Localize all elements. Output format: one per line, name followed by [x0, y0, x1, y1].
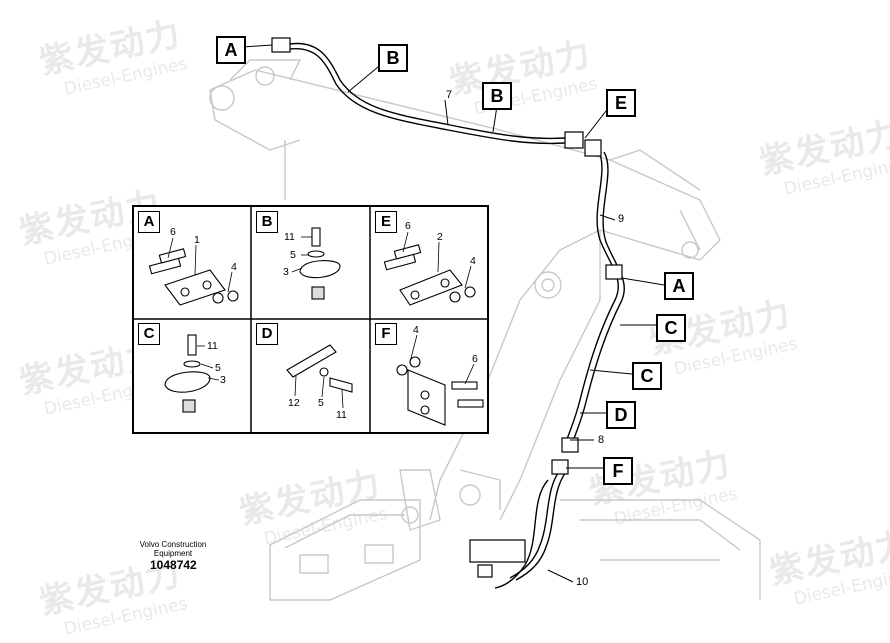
- detail-panel-b-label: B: [256, 211, 278, 233]
- callout-f: F: [603, 457, 633, 485]
- excavator-boom-drawing: [132, 37, 761, 601]
- panel-d-number: 12: [288, 397, 300, 409]
- detail-panel-c-label: C: [138, 323, 160, 345]
- panel-b-number: 5: [290, 249, 296, 261]
- detail-panel-e-label: E: [375, 211, 397, 233]
- panel-d-number: 5: [318, 397, 324, 409]
- detail-panel-d-label: D: [256, 323, 278, 345]
- callout-d: D: [606, 401, 636, 429]
- callout-c-lower: C: [632, 362, 662, 390]
- panel-a-number: 6: [170, 226, 176, 238]
- panel-b-number: 3: [283, 266, 289, 278]
- panel-a-number: 4: [231, 261, 237, 273]
- panel-a-number: 1: [194, 234, 200, 246]
- part-number-10: 10: [576, 576, 589, 588]
- panel-d-number: 11: [336, 409, 347, 421]
- brand-footer: Volvo Construction Equipment: [130, 540, 216, 558]
- panel-e-number: 4: [470, 255, 476, 267]
- part-number-9: 9: [618, 213, 625, 225]
- document-number: 1048742: [150, 558, 197, 572]
- callout-a-top: A: [216, 36, 246, 64]
- brand-line-1: Volvo Construction: [139, 540, 207, 549]
- callout-c-upper: C: [656, 314, 686, 342]
- callout-b-left: B: [378, 44, 408, 72]
- panel-f-number: 4: [413, 324, 419, 336]
- callout-b-right: B: [482, 82, 512, 110]
- panel-b-number: 11: [284, 231, 295, 243]
- panel-e-number: 6: [405, 220, 411, 232]
- detail-panel-a-label: A: [138, 211, 160, 233]
- panel-f-number: 6: [472, 353, 478, 365]
- detail-panel-f-label: F: [375, 323, 397, 345]
- panel-c-number: 3: [220, 374, 226, 386]
- callout-a-side: A: [664, 272, 694, 300]
- panel-e-number: 2: [437, 231, 443, 243]
- brand-line-2: Equipment: [153, 549, 193, 558]
- panel-c-number: 5: [215, 362, 221, 374]
- panel-c-number: 11: [207, 340, 218, 352]
- part-number-8: 8: [598, 434, 605, 446]
- callout-e: E: [606, 89, 636, 117]
- part-number-7: 7: [446, 89, 453, 101]
